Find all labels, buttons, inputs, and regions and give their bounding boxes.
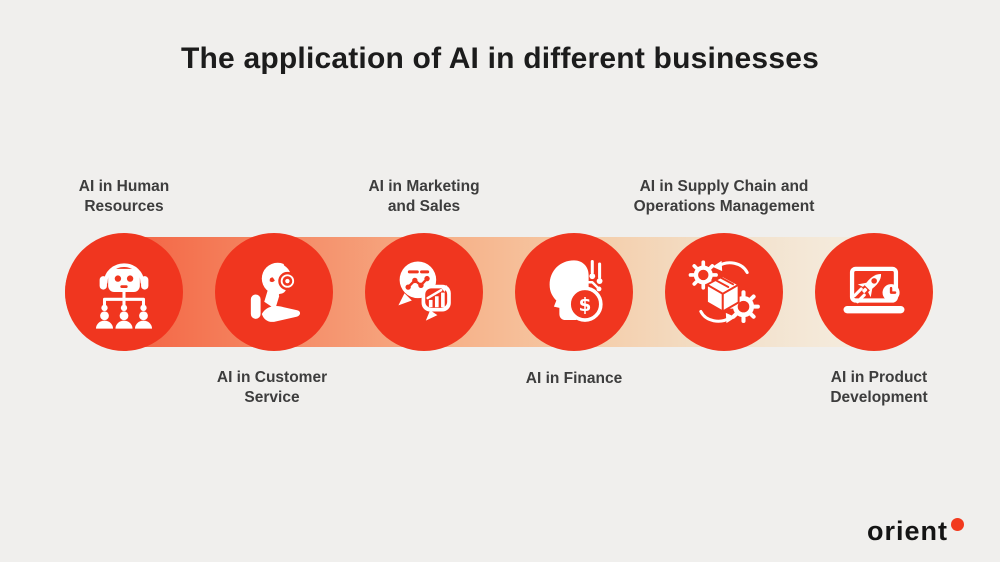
supply-chain-box-gears-icon (688, 260, 760, 324)
label-ai-customer-service: AI in Customer Service (216, 369, 328, 406)
label-ai-product-development: AI in Product Development (830, 369, 928, 406)
label-ai-finance: AI in Finance (525, 370, 623, 387)
label-ai-human-resources: AI in Human Resources (78, 178, 170, 215)
hr-robot-org-chart-icon (95, 263, 153, 329)
circle-ai-supply-chain (665, 233, 783, 351)
circle-ai-customer-service (215, 233, 333, 351)
brand-logo: orient (867, 517, 964, 545)
brand-logo-dot-icon (951, 518, 964, 531)
finance-head-dollar-coin-icon: $ (549, 260, 603, 322)
circle-ai-marketing-sales (365, 233, 483, 351)
circle-ai-finance: $ (515, 233, 633, 351)
page-title: The application of AI in different busin… (181, 42, 819, 75)
customer-service-headset-hand-icon (250, 262, 301, 322)
label-ai-supply-chain: AI in Supply Chain and Operations Manage… (633, 178, 815, 215)
label-ai-marketing-sales: AI in Marketing and Sales (368, 178, 480, 215)
svg-text:$: $ (579, 295, 592, 316)
circle-ai-human-resources (65, 233, 183, 351)
circle-ai-product-development (815, 233, 933, 351)
brand-logo-text: orient (866, 516, 948, 546)
gradient-band (65, 237, 935, 347)
marketing-chat-charts-icon (398, 261, 451, 321)
product-development-laptop-rocket-icon (843, 266, 905, 314)
